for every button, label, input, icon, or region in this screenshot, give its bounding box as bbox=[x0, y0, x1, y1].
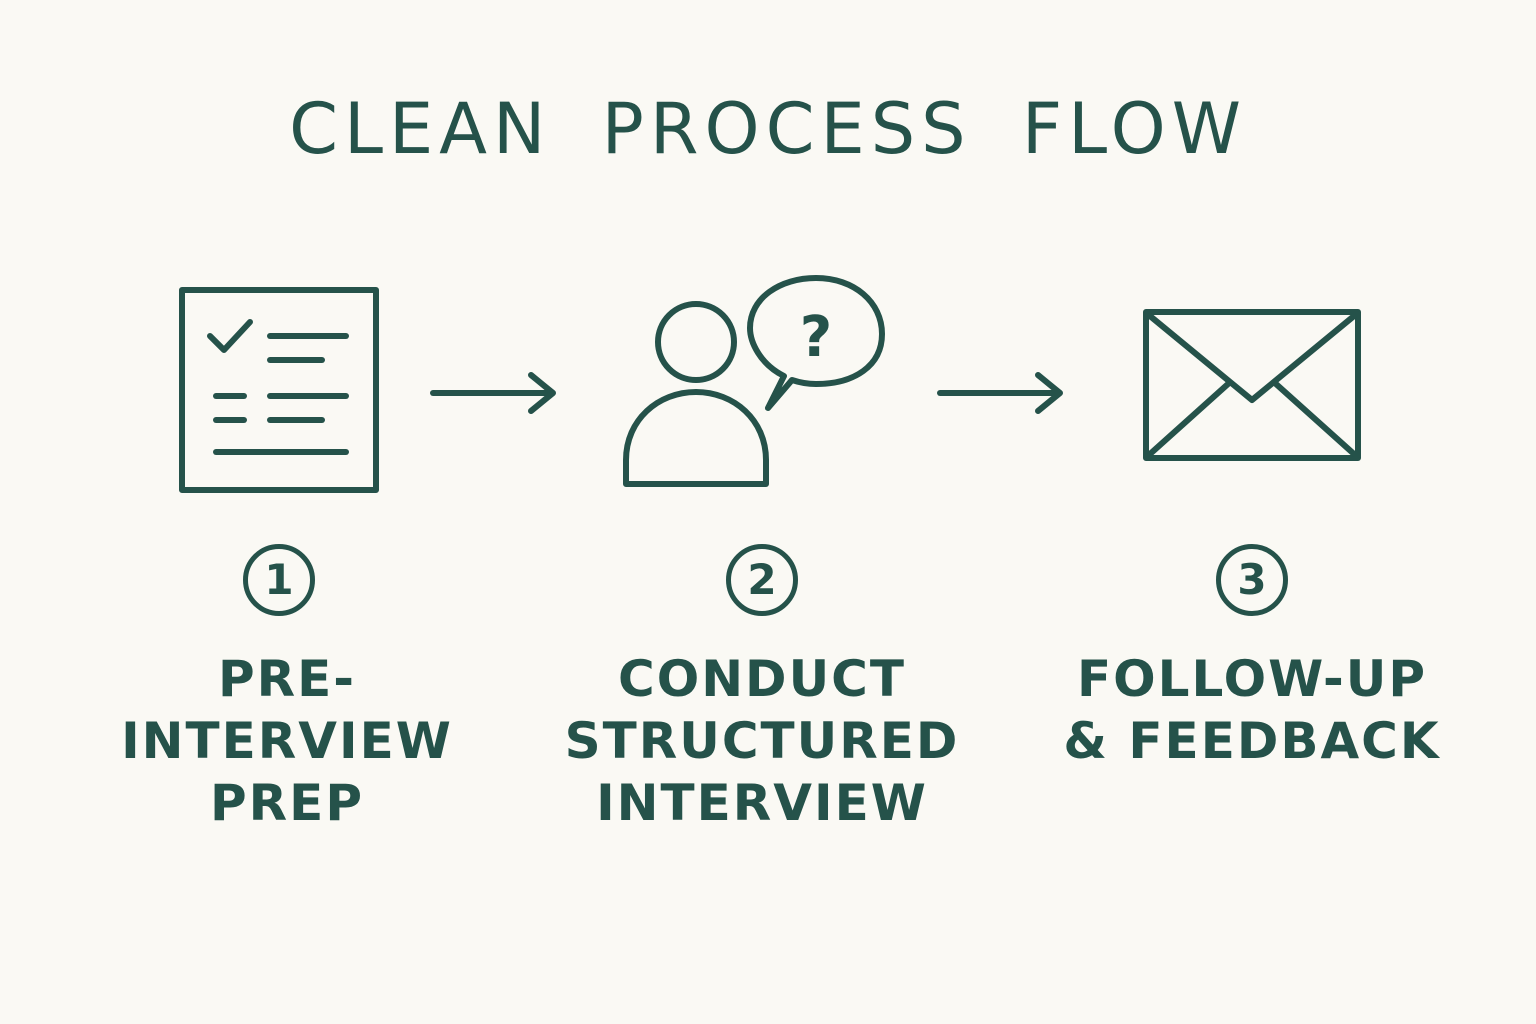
step-label-3: FOLLOW-UP & FEEDBACK bbox=[1042, 648, 1462, 772]
step-label-1: PRE-INTERVIEW PREP bbox=[77, 648, 497, 834]
step-label-2-line-3: INTERVIEW bbox=[596, 774, 928, 832]
step-label-1-line-2: PREP bbox=[210, 774, 364, 832]
envelope-icon bbox=[1143, 309, 1361, 461]
step-number-badge-1: 1 bbox=[243, 544, 315, 616]
step-label-2-line-1: CONDUCT bbox=[618, 650, 906, 708]
flow-arrow-2 bbox=[937, 372, 1063, 414]
checklist-icon bbox=[179, 287, 379, 493]
person-question-icon: ? bbox=[623, 275, 885, 487]
step-label-1-line-1: PRE-INTERVIEW bbox=[121, 650, 453, 770]
step-label-3-line-2: & FEEDBACK bbox=[1063, 712, 1441, 770]
step-label-2-line-2: STRUCTURED bbox=[564, 712, 960, 770]
step-label-3-line-1: FOLLOW-UP bbox=[1076, 650, 1427, 708]
step-number-badge-3: 3 bbox=[1216, 544, 1288, 616]
step-label-2: CONDUCT STRUCTURED INTERVIEW bbox=[552, 648, 972, 834]
question-mark-glyph: ? bbox=[800, 305, 832, 370]
diagram-title: CLEAN PROCESS FLOW bbox=[289, 88, 1247, 170]
step-number-badge-2: 2 bbox=[726, 544, 798, 616]
flow-arrow-1 bbox=[430, 372, 556, 414]
